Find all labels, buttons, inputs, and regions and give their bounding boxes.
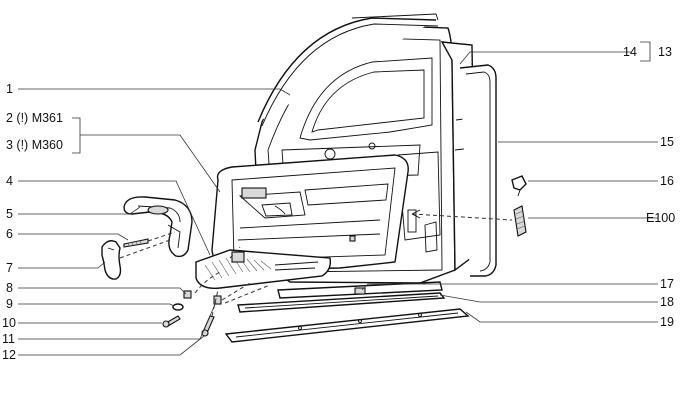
callout-12: 12: [2, 348, 16, 362]
callout-1: 1: [6, 82, 13, 96]
callout-2: 2 (!) M361: [6, 111, 63, 125]
callout-10: 10: [2, 316, 16, 330]
sill-strips: [224, 281, 470, 343]
door-seal: [459, 64, 497, 277]
lower-trim-panel: [195, 249, 332, 289]
callout-5: 5: [6, 207, 13, 221]
callout-labels: 1 2 (!) M361 3 (!) M360 4 5 6 7 8 9 10 1…: [2, 45, 675, 362]
callout-19: 19: [660, 315, 674, 329]
callout-13: 13: [658, 45, 672, 59]
glass-run-seal: [257, 13, 439, 127]
callout-3: 3 (!) M360: [6, 138, 63, 152]
callout-17: 17: [660, 277, 674, 291]
callout-11: 11: [2, 332, 15, 346]
callout-18: 18: [660, 295, 674, 309]
callout-7: 7: [6, 261, 13, 275]
brackets: [72, 41, 651, 193]
callout-15: 15: [660, 135, 674, 149]
assembly-arrows: [119, 209, 513, 317]
callout-4: 4: [6, 174, 13, 188]
leader-lines: [18, 51, 658, 356]
callout-6: 6: [6, 227, 13, 241]
callout-14: 14: [623, 45, 637, 59]
callout-E100: E100: [646, 211, 675, 225]
screws: [123, 175, 527, 337]
callout-16: 16: [660, 174, 674, 188]
handle-cover: [101, 240, 122, 280]
armrest: [123, 196, 193, 258]
callout-9: 9: [6, 297, 13, 311]
callout-8: 8: [6, 281, 13, 295]
